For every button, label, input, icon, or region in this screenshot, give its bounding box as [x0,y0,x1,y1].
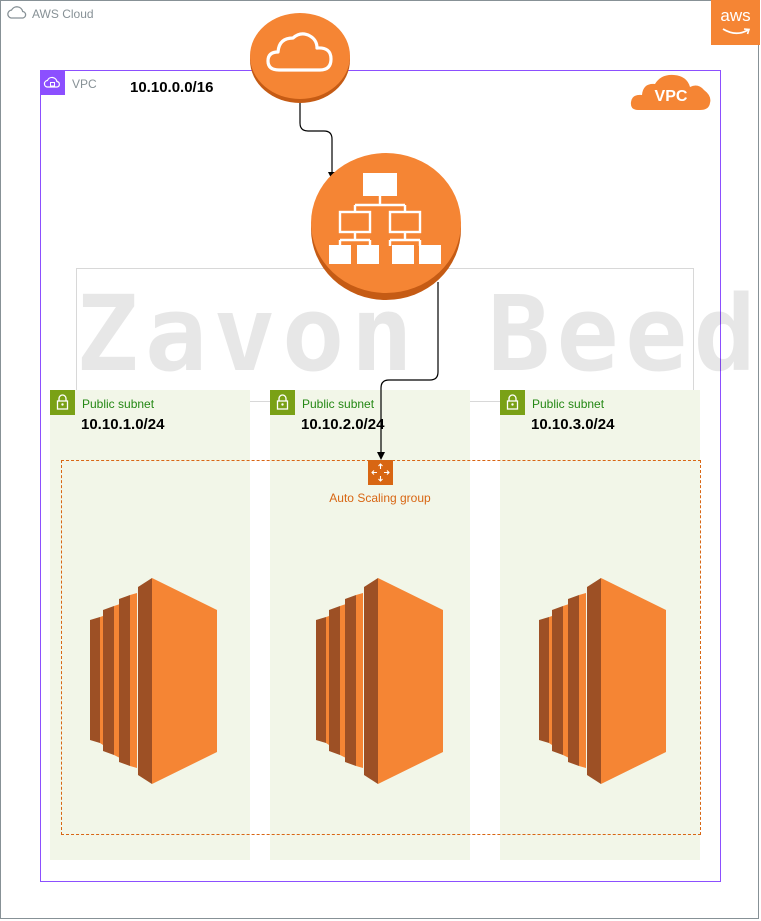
lock-icon [270,390,295,415]
subnet-label: Public subnet [82,397,155,411]
auto-scaling-group-label: Auto Scaling group [329,491,431,505]
aws-smile-icon [722,28,751,35]
ec2-instance-icon [539,578,666,784]
vpc-cidr: 10.10.0.0/16 [130,79,214,96]
ec2-instance-icon [316,578,443,784]
subnet-label: Public subnet [302,397,375,411]
aws-logo: aws [711,0,760,45]
vpc-cloud-badge-icon [630,74,711,110]
lock-icon [500,390,525,415]
application-load-balancer-icon [311,153,461,300]
subnet-cidr: 10.10.3.0/24 [531,416,615,433]
aws-logo-text: aws [720,6,751,25]
vpc-icon [40,70,65,95]
subnet-cidr: 10.10.1.0/24 [81,416,165,433]
internet-gateway-cloud-icon [250,13,350,103]
internet-to-alb-edge [299,100,336,180]
vpc-badge-text: VPC [654,88,688,105]
vpc-group [40,70,721,882]
auto-scaling-icon [368,460,393,485]
subnet-label: Public subnet [532,397,605,411]
lock-icon [50,390,75,415]
alb-to-asg-edge [377,282,439,460]
aws-cloud-label: AWS Cloud [32,7,94,21]
cloud-outline-icon [7,6,27,19]
vpc-label: VPC [72,77,97,91]
ec2-instance-icon [90,578,217,784]
subnet-cidr: 10.10.2.0/24 [301,416,385,433]
